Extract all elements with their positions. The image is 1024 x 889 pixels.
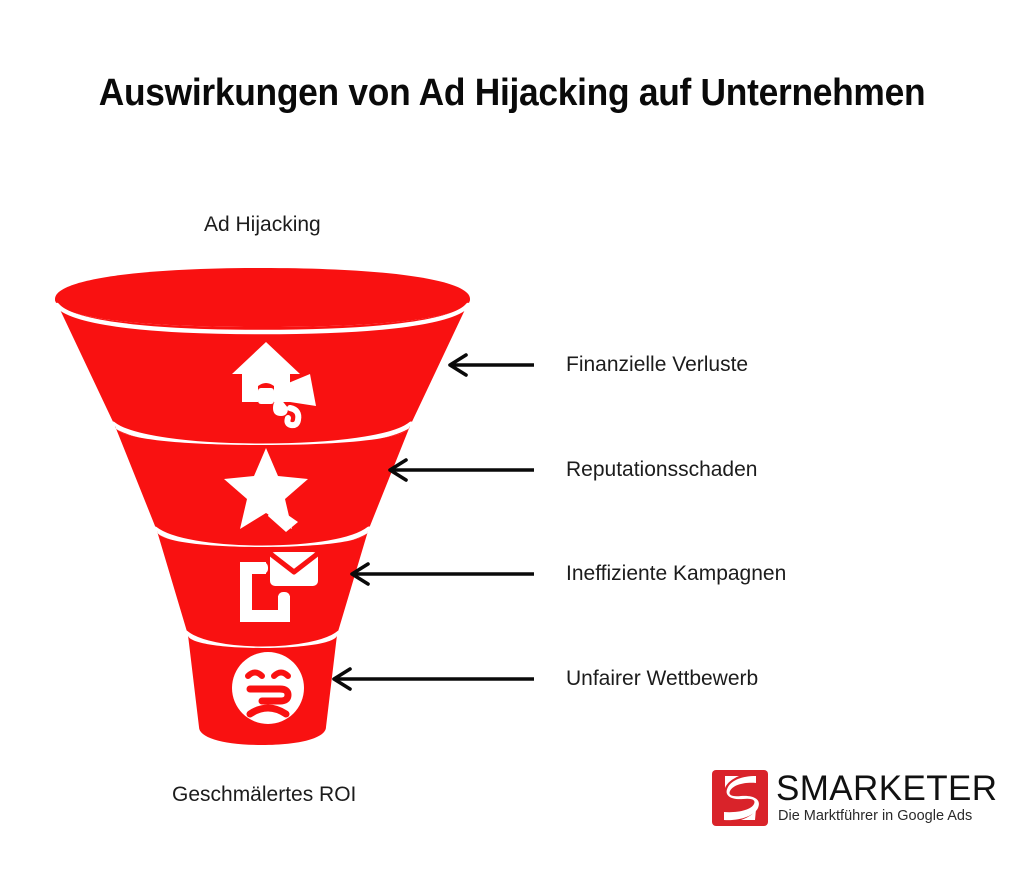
funnel-top-caption: Ad Hijacking <box>204 213 321 236</box>
callout-label-unfairer-wettbewerb: Unfairer Wettbewerb <box>566 667 759 690</box>
funnel-bottom-caption: Geschmälertes ROI <box>172 783 357 806</box>
smarketer-s-mark-icon <box>712 770 768 826</box>
page-title: Auswirkungen von Ad Hijacking auf Untern… <box>98 72 926 114</box>
funnel-stage-3-shape <box>157 531 368 652</box>
phone-envelope-icon <box>240 552 319 622</box>
callout-label-ineffiziente-kampagnen: Ineffiziente Kampagnen <box>566 562 787 585</box>
callout-label-reputationsschaden: Reputationsschaden <box>566 458 758 481</box>
sad-face-icon <box>232 652 304 724</box>
arrow-left-icon <box>326 666 534 692</box>
star-icon <box>224 448 308 532</box>
logo-wordmark: SMARKETER <box>776 769 998 808</box>
callout-label-finanzielle-verluste: Finanzielle Verluste <box>566 353 749 376</box>
funnel-graphic <box>30 268 520 758</box>
arrow-left-icon <box>442 352 534 378</box>
arrow-left-icon <box>344 561 534 587</box>
arrow-left-icon <box>382 457 534 483</box>
house-megaphone-icon <box>232 342 316 429</box>
smarketer-logo[interactable]: SMARKETER Die Marktführer in Google Ads <box>712 768 997 830</box>
logo-tagline: Die Marktführer in Google Ads <box>778 808 973 824</box>
